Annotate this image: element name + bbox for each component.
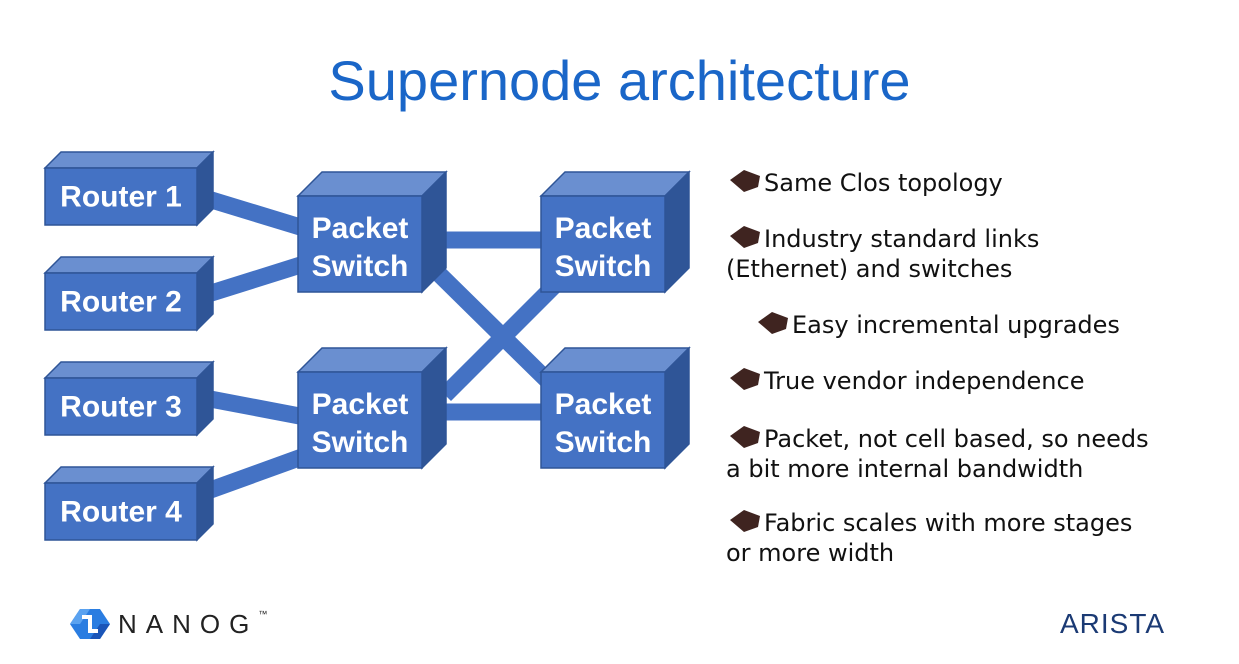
router-2-front-face [44,272,198,331]
router-4-top-face [43,466,215,484]
nanog-hexagon-icon [70,609,110,639]
packet-switch-2-front-face [540,195,666,293]
diamond-bullet-icon [730,509,760,532]
packet-switch-1-front-face [297,195,423,293]
packet-switch-1-label: Packet [312,212,409,245]
bullet-text: Same Clos topology [764,169,1003,197]
bullet-item: True vendor independence [730,366,1084,396]
packet-switch-3-front-face [297,371,423,469]
diamond-bullet-icon [730,169,760,192]
bullet-text: Fabric scales with more stages [764,509,1133,537]
packet-switch-3-label: Switch [312,426,409,459]
bullet-item: Easy incremental upgrades [758,310,1120,340]
link-switch1-switch4 [429,263,561,395]
diamond-bullet-icon [730,225,760,248]
router-3: Router 3 [43,360,215,437]
packet-switch-3-top-face [296,347,448,373]
packet-switch-4-front-face [540,371,666,469]
router-3-label: Router 3 [60,391,182,424]
router-2-top-face [43,256,215,274]
packet-switch-4-label: Switch [555,426,652,459]
link-router2-switch1 [202,253,313,304]
router-4-front-face [44,482,198,541]
packet-switch-2-label: Packet [555,212,652,245]
bullet-text-continued: a bit more internal bandwidth [726,455,1084,483]
router-1-label: Router 1 [60,181,182,214]
nanog-wordmark: NANOG™ [118,608,268,639]
bullet-text: Industry standard links [764,225,1040,253]
bullet-text: True vendor independence [764,367,1085,395]
link-router3-switch3 [203,389,312,427]
diamond-bullet-icon [758,311,788,334]
packet-switch-2-top-face [539,171,691,197]
bullet-text: Packet, not cell based, so needs [764,425,1149,453]
router-4-label: Router 4 [60,496,182,529]
packet-switch-4-label: Packet [555,388,652,421]
link-switch3-switch2 [438,278,562,402]
diamond-bullet-icon [730,425,760,448]
link-router4-switch3 [202,446,313,500]
packet-switch-1-top-face [296,171,448,197]
router-1: Router 1 [43,150,215,227]
nanog-logo: NANOG™ [70,606,267,642]
diamond-bullet-icon [730,367,760,390]
bullet-text: Easy incremental upgrades [792,311,1120,339]
router-4: Router 4 [43,465,215,542]
arista-logo: ARISTA [1060,608,1166,639]
bullet-item: Same Clos topology [730,168,1003,198]
packet-switch-3-label: Packet [312,388,409,421]
router-2: Router 2 [43,255,215,332]
bullet-text-continued: or more width [726,539,895,567]
packet-switch-2-label: Switch [555,250,652,283]
router-2-label: Router 2 [60,286,182,319]
packet-switch-4-top-face [539,347,691,373]
router-3-top-face [43,361,215,379]
links [202,189,562,500]
packet-switch-1-label: Switch [312,250,409,283]
slide-title: Supernode architecture [328,49,911,112]
link-router1-switch1 [202,189,313,239]
router-3-front-face [44,377,198,436]
bullet-item: Industry standard links(Ethernet) and sw… [726,224,1040,284]
bullet-text-continued: (Ethernet) and switches [726,255,1013,283]
router-1-top-face [43,151,215,169]
router-1-front-face [44,167,198,226]
